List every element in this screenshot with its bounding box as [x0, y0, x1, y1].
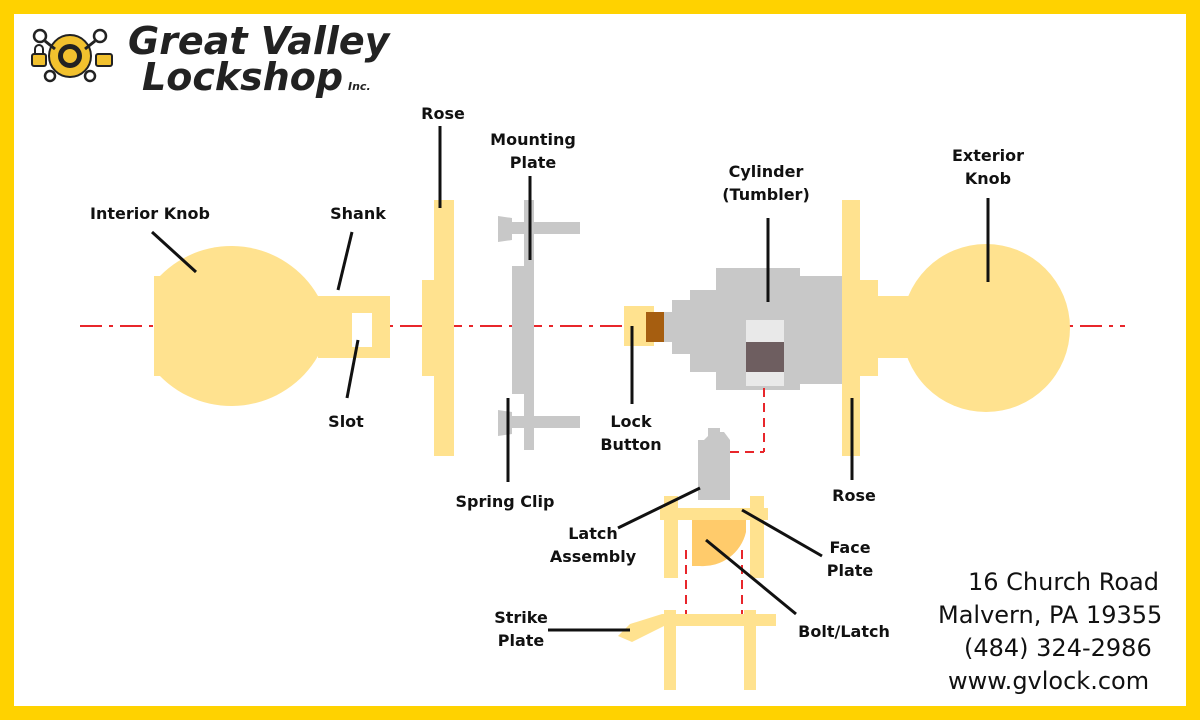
brand-suffix: Inc.	[348, 80, 371, 93]
lock-button	[624, 306, 666, 346]
label-shank: Shank	[330, 204, 386, 223]
label-face-plate: Face Plate	[826, 538, 874, 580]
exterior-knob	[876, 244, 1070, 412]
label-rose-left: Rose	[421, 104, 465, 123]
label-strike-plate: Strike Plate	[494, 608, 548, 650]
address-phone[interactable]: (484) 324-2986	[964, 634, 1152, 662]
label-spring-clip: Spring Clip	[455, 492, 555, 511]
label-bolt-latch: Bolt/Latch	[798, 622, 890, 641]
label-latch-assembly: Latch Assembly	[549, 524, 637, 566]
latch-assembly	[660, 428, 768, 578]
rose-right	[842, 200, 878, 456]
mounting-plate	[498, 200, 580, 450]
label-slot: Slot	[328, 412, 364, 431]
leader-lines	[150, 126, 990, 632]
brand-name-line2: Lockshop	[142, 55, 344, 99]
rose-left	[422, 200, 454, 456]
logo-emblem-icon	[31, 28, 113, 83]
brand-name-line1: Great Valley	[128, 19, 390, 63]
address-website[interactable]: www.gvlock.com	[948, 667, 1150, 695]
label-exterior-knob: Exterior Knob	[951, 146, 1024, 188]
address-city: Malvern, PA 19355	[938, 601, 1163, 629]
strike-plate	[618, 610, 776, 690]
label-interior-knob: Interior Knob	[90, 204, 210, 223]
interior-knob	[154, 246, 390, 406]
alignment-guides	[685, 388, 765, 620]
address-street: 16 Church Road	[968, 568, 1159, 596]
label-rose-right: Rose	[832, 486, 876, 505]
label-cylinder: Cylinder (Tumbler)	[722, 162, 810, 204]
cylinder-tumbler	[664, 268, 844, 390]
label-mounting-plate: Mounting Plate	[490, 130, 576, 172]
label-lock-button: Lock Button	[600, 412, 662, 454]
